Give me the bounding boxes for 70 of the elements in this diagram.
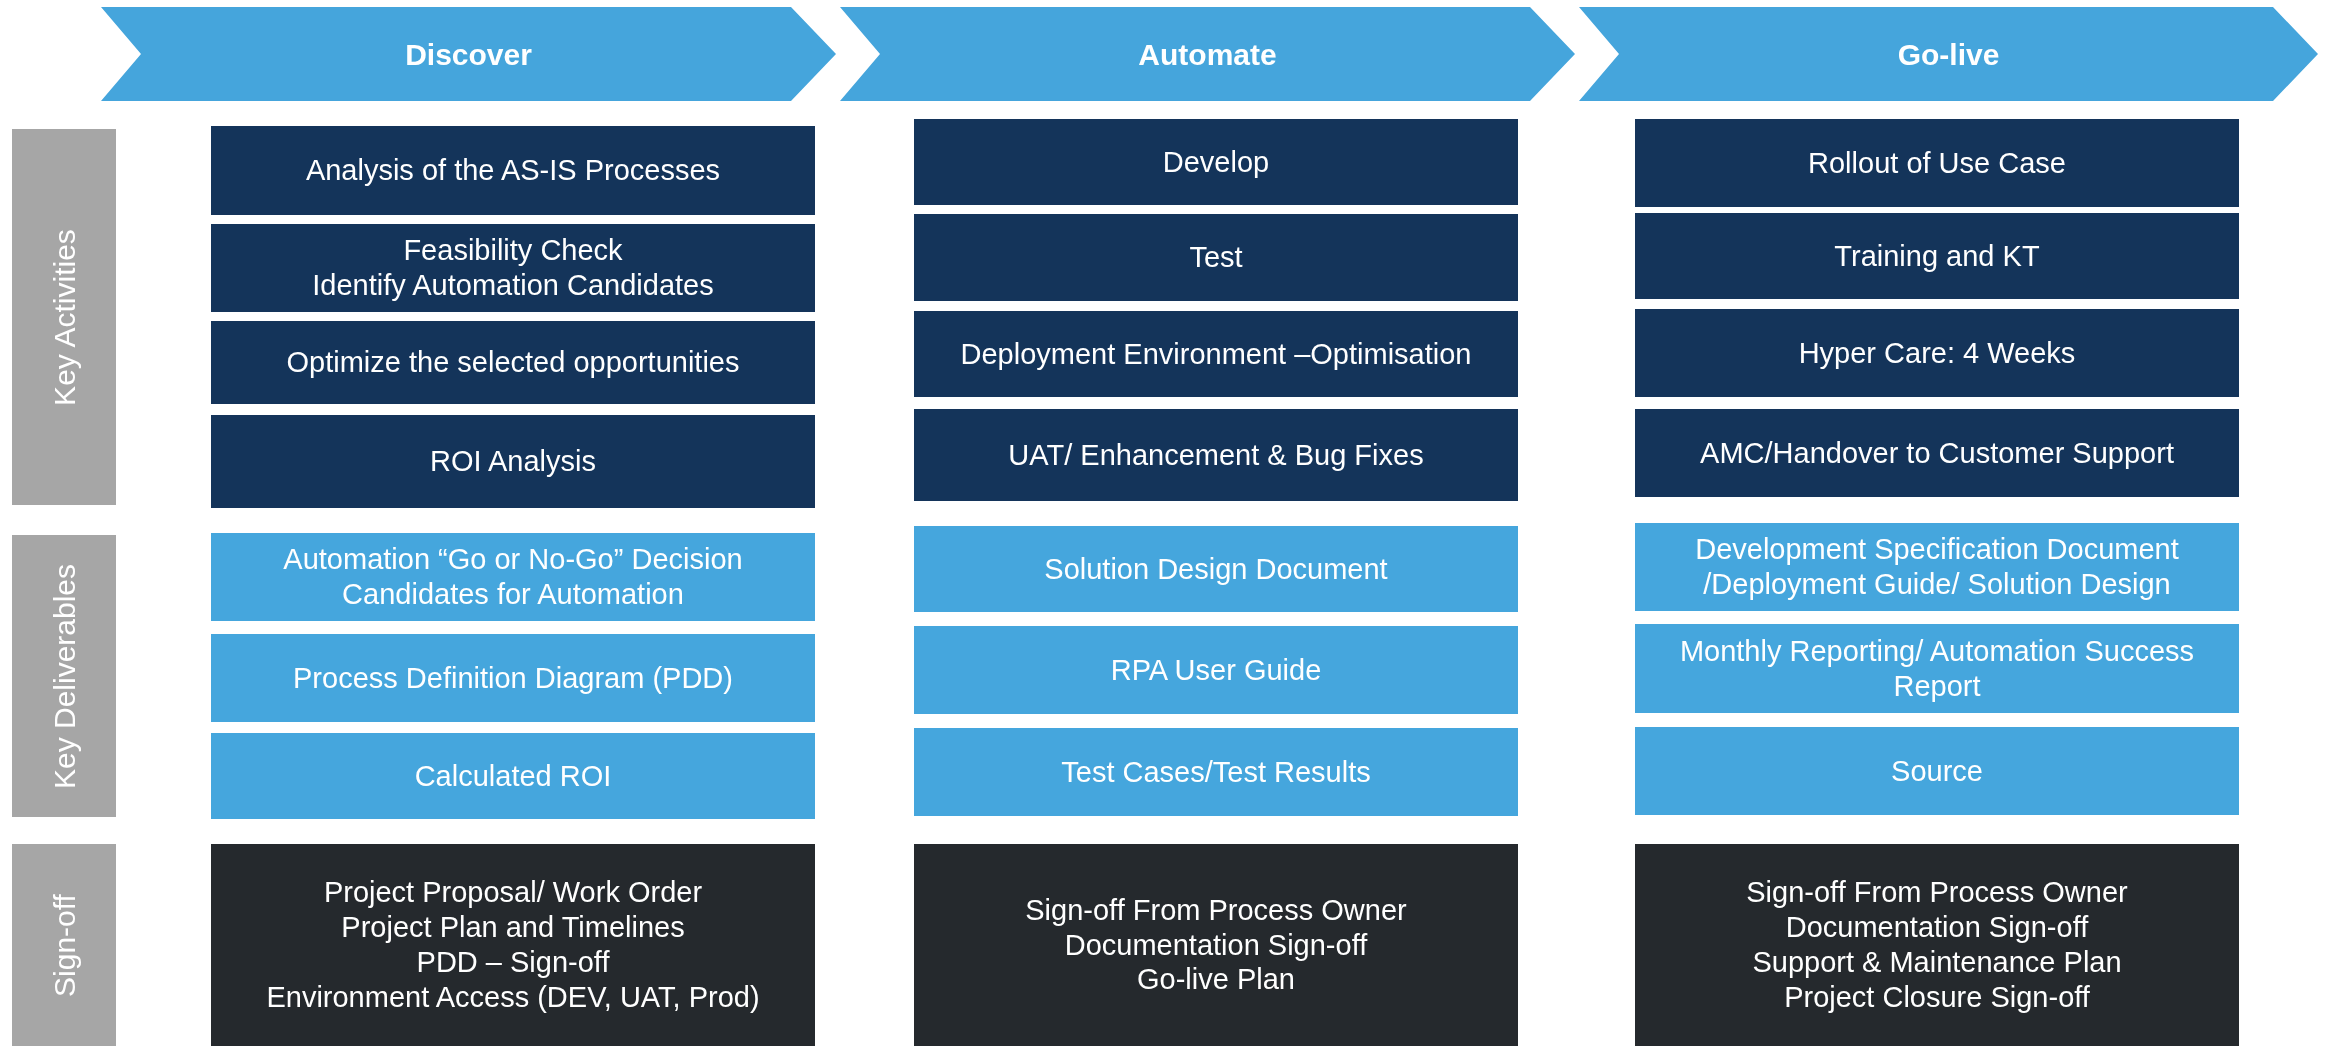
phase-header-banner (101, 7, 836, 101)
deliverable-box (211, 533, 815, 621)
phase-title: Go-live (1897, 36, 2000, 73)
activity-box (914, 119, 1518, 205)
box-text: Documentation Sign-off (1064, 927, 1368, 963)
deliverable-box (1635, 624, 2239, 713)
activity-box (1635, 213, 2239, 299)
phase-header-banner (840, 7, 1575, 101)
deliverable-box (914, 526, 1518, 612)
activity-box (211, 126, 815, 215)
activity-box (1635, 119, 2239, 207)
box-text: Develop (1162, 144, 1270, 180)
box-text: RPA User Guide (1110, 652, 1322, 688)
box-text: Documentation Sign-off (1785, 910, 2089, 945)
row-label-bar (12, 535, 116, 817)
box-text: Training and KT (1834, 238, 2040, 274)
box-text: Project Plan and Timelines (341, 910, 685, 945)
box-text: PDD – Sign-off (416, 945, 610, 980)
row-label: Key Deliverables (47, 562, 81, 791)
box-text: Candidates for Automation (342, 577, 684, 612)
deliverable-box (211, 733, 815, 819)
box-text: UAT/ Enhancement & Bug Fixes (1008, 437, 1424, 473)
activity-box (1635, 409, 2239, 497)
box-text: Source (1891, 753, 1983, 789)
box-text: Rollout of Use Case (1808, 145, 2066, 181)
activity-box (1635, 309, 2239, 397)
activity-box (914, 311, 1518, 397)
row-label: Sign-off (47, 892, 81, 999)
activity-box (914, 214, 1518, 301)
box-text: ROI Analysis (430, 444, 596, 479)
deliverable-box (914, 728, 1518, 816)
deliverable-box (914, 626, 1518, 714)
box-text: Test Cases/Test Results (1061, 754, 1371, 790)
box-text: Automation “Go or No-Go” Decision (283, 542, 743, 577)
box-text: Process Definition Diagram (PDD) (293, 660, 733, 696)
activity-box (914, 409, 1518, 501)
activity-box (211, 224, 815, 312)
box-text: Deployment Environment –Optimisation (960, 336, 1472, 372)
row-label-bar (12, 129, 116, 505)
box-text: Environment Access (DEV, UAT, Prod) (266, 979, 760, 1015)
activity-box (211, 321, 815, 404)
row-label: Key Activities (47, 227, 81, 408)
box-text: Optimize the selected opportunities (286, 345, 740, 380)
activity-box (211, 415, 815, 508)
deliverable-box (211, 634, 815, 722)
box-text: Hyper Care: 4 Weeks (1798, 335, 2076, 371)
box-text: Sign-off From Process Owner (1025, 892, 1407, 928)
sign-off-box (211, 844, 815, 1046)
box-text: Sign-off From Process Owner (1746, 875, 2128, 911)
box-text: Project Closure Sign-off (1784, 979, 2090, 1015)
box-text: Monthly Reporting/ Automation Success Report (1678, 633, 2196, 704)
box-text: Go-live Plan (1137, 962, 1295, 998)
row-label-bar (12, 844, 116, 1046)
deliverable-box (1635, 727, 2239, 815)
deliverable-box (1635, 523, 2239, 611)
box-text: AMC/Handover to Customer Support (1700, 435, 2174, 471)
sign-off-box (1635, 844, 2239, 1046)
box-text: Support & Maintenance Plan (1752, 945, 2122, 980)
box-text: Calculated ROI (414, 758, 612, 794)
phase-title: Automate (1138, 36, 1277, 73)
box-text: Project Proposal/ Work Order (323, 875, 703, 911)
box-text: Analysis of the AS-IS Processes (305, 153, 721, 188)
box-text: Feasibility Check (403, 233, 623, 268)
box-text: Identify Automation Candidates (312, 268, 714, 303)
phase-header-banner (1579, 7, 2318, 101)
sign-off-box (914, 844, 1518, 1046)
phase-title: Discover (405, 36, 532, 73)
box-text: Solution Design Document (1044, 551, 1388, 587)
box-text: Test (1189, 240, 1243, 275)
box-text: Development Specification Document /Deployment Guide/ Solution Design (1694, 532, 2180, 602)
